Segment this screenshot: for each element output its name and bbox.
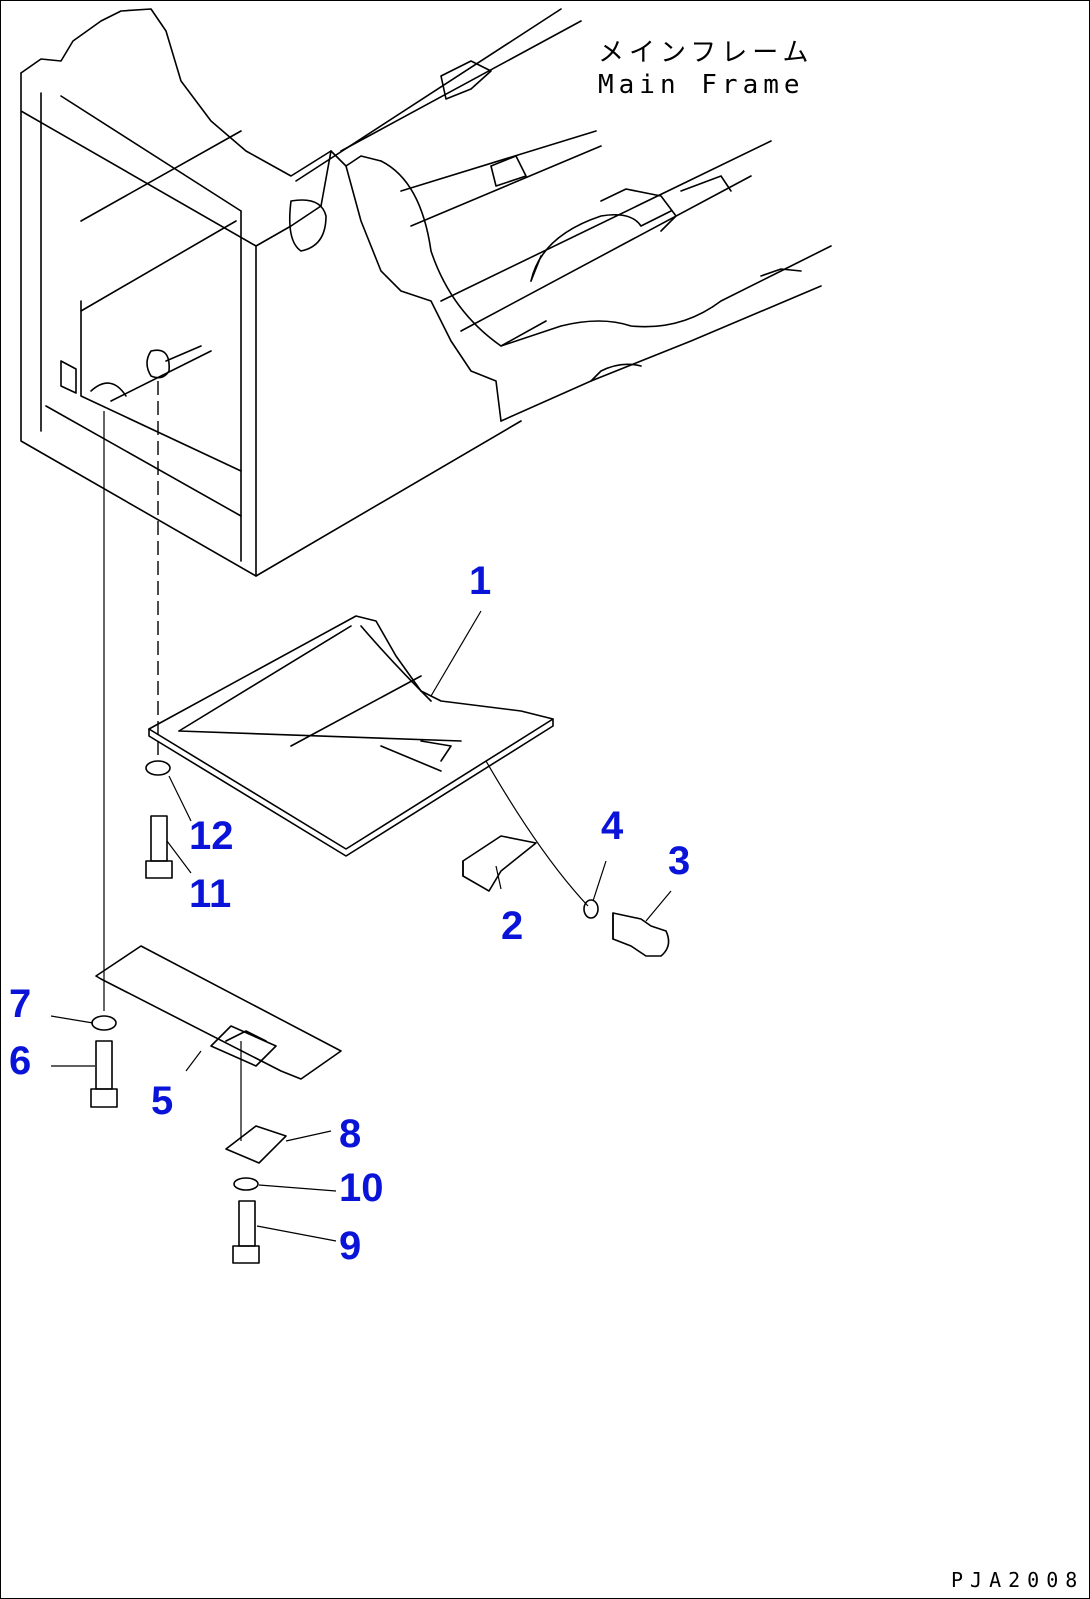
callout-10: 10: [339, 1166, 384, 1210]
callout-5: 5: [151, 1079, 174, 1123]
part-11-bolt: [145, 815, 173, 879]
main-frame-label-english: Main Frame: [598, 70, 805, 100]
callout-3: 3: [668, 839, 691, 883]
part-4-washer: [583, 899, 599, 919]
part-12-washer: [145, 760, 171, 776]
callout-11: 11: [189, 872, 232, 916]
part-6-bolt: [90, 1040, 118, 1108]
part-7-washer: [91, 1015, 117, 1031]
part-10-washer: [233, 1177, 259, 1191]
part-2-bracket: [462, 835, 537, 892]
part-8-plate: [225, 1125, 287, 1164]
callout-1: 1: [469, 559, 492, 603]
callout-2: 2: [501, 904, 524, 948]
callout-7: 7: [9, 982, 32, 1026]
leader-lines: [50, 610, 672, 1242]
part-9-bolt: [232, 1200, 260, 1264]
callout-9: 9: [339, 1224, 362, 1268]
main-frame-drawing: [20, 8, 832, 577]
part-5-cover-plate: [95, 945, 342, 1080]
callout-8: 8: [339, 1112, 362, 1156]
callout-4: 4: [601, 804, 624, 848]
main-frame-label: メインフレーム Main Frame: [598, 37, 813, 101]
callout-12: 12: [189, 814, 234, 858]
main-frame-label-japanese: メインフレーム: [598, 38, 814, 68]
callout-6: 6: [9, 1039, 32, 1083]
part-3-bolt: [612, 912, 670, 957]
drawing-code: PJA2008: [951, 1568, 1085, 1592]
